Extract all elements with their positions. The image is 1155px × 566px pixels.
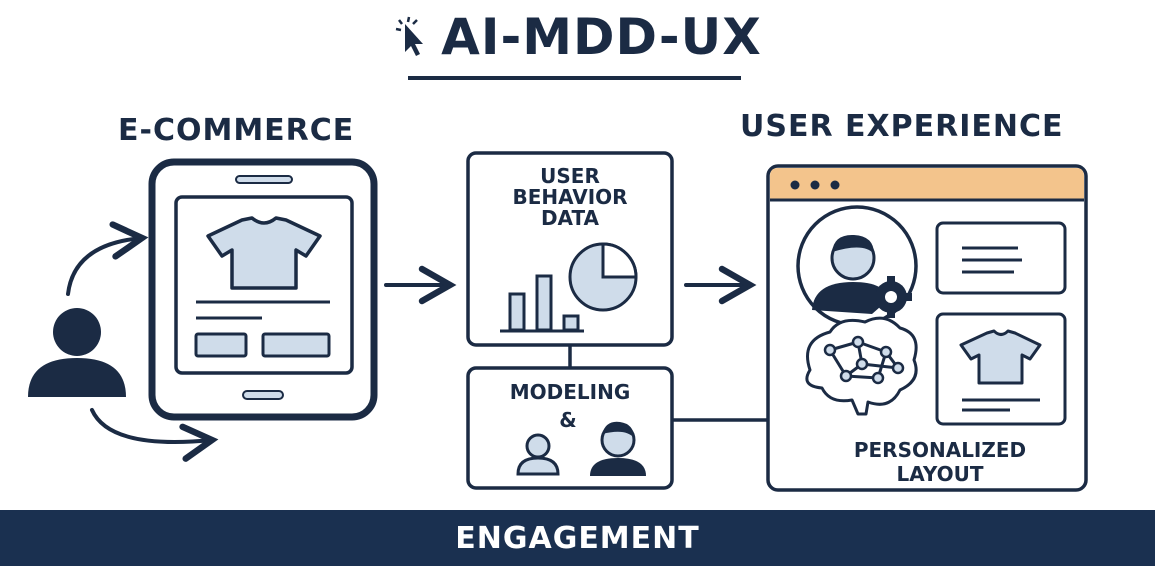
behavior-data-label: USER BEHAVIOR DATA [512, 164, 628, 230]
arrow-user-loop [90, 408, 219, 462]
arrow-user-to-phone [66, 221, 149, 296]
title-underline [408, 76, 741, 80]
cursor-icon [395, 16, 424, 56]
text-card-icon [935, 221, 1067, 295]
engagement-label: ENGAGEMENT [455, 520, 700, 556]
personalized-layout-label: PERSONALIZED LAYOUT [853, 438, 1027, 486]
pie-chart-icon [568, 242, 638, 312]
ampersand-label: & [559, 408, 577, 432]
users-icon [516, 421, 646, 476]
engagement-footer: ENGAGEMENT [0, 510, 1155, 566]
user-experience-heading: USER EXPERIENCE [740, 109, 1064, 144]
product-card [935, 312, 1067, 426]
profile-gear-icon [796, 205, 918, 327]
tshirt-icon [206, 216, 322, 290]
bar-chart-icon [500, 274, 584, 333]
ecommerce-heading: E-COMMERCE [118, 113, 355, 148]
modeling-box [466, 366, 674, 490]
user-icon [28, 308, 126, 397]
diagram-title: AI-MDD-UX [0, 2, 1155, 72]
brain-network-nodes [823, 335, 905, 385]
title-text: AI-MDD-UX [441, 8, 762, 66]
modeling-label: MODELING [509, 380, 631, 404]
